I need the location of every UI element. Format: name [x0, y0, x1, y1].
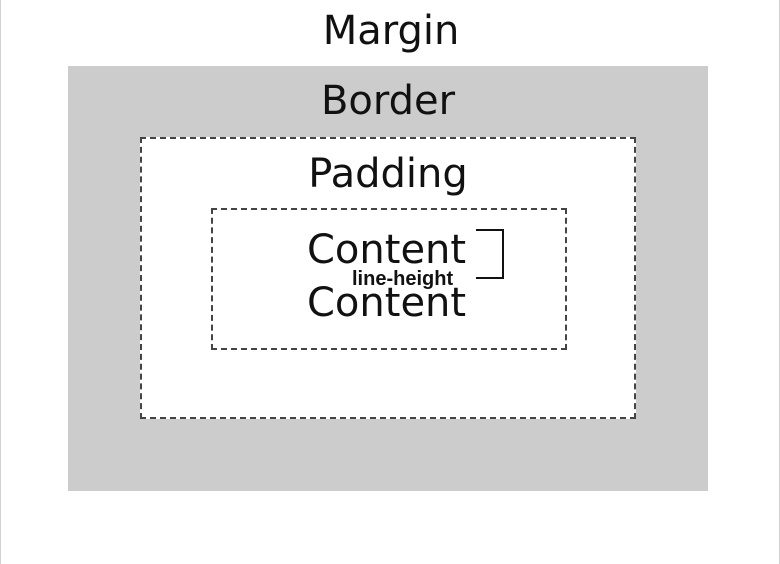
- content-line-1: Content: [307, 227, 467, 273]
- border-label: Border: [320, 78, 456, 124]
- border-area: Border Padding Content line-height Conte…: [68, 66, 708, 491]
- margin-label: Margin: [322, 8, 460, 54]
- content-area: Content line-height Content: [211, 208, 567, 350]
- padding-area: Padding Content line-height Content: [140, 137, 636, 419]
- line-height-bracket: [476, 229, 504, 279]
- line-height-label: line-height: [352, 268, 454, 290]
- content-line-2: Content: [307, 280, 467, 326]
- padding-label: Padding: [308, 151, 468, 197]
